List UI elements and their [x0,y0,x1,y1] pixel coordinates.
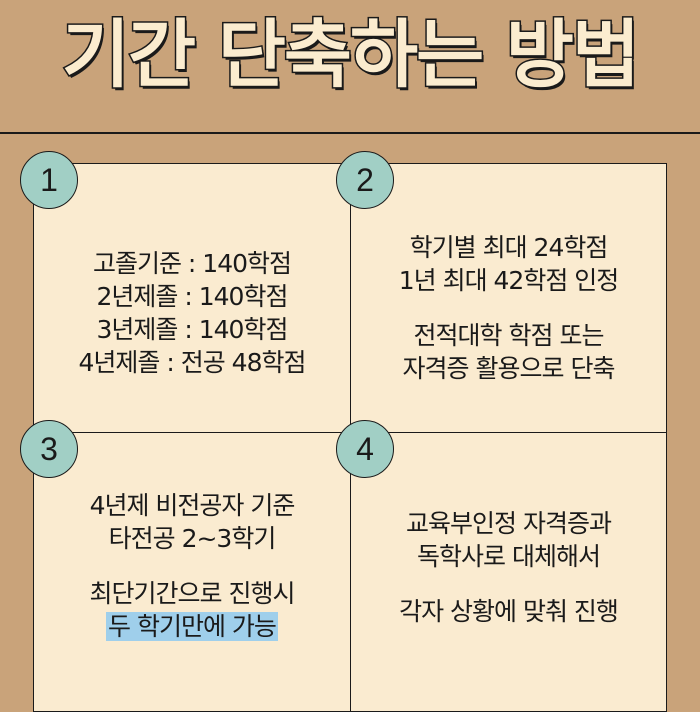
card-3-text: 4년제 비전공자 기준 타전공 2~3학기 최단기간으로 진행시 두 학기만에 … [90,489,295,643]
card-line: 자격증 활용으로 단축 [402,354,616,383]
card-2: 학기별 최대 24학점 1년 최대 42학점 인정 전적대학 학점 또는 자격증… [350,163,667,433]
card-line: 3년제졸 : 140학점 [96,315,289,344]
card-line: 각자 상황에 맞춰 진행 [399,597,619,626]
number-badge-4: 4 [336,420,394,478]
card-line: 타전공 2~3학기 [108,524,277,553]
highlighted-text: 두 학기만에 가능 [106,612,278,641]
card-line: 전적대학 학점 또는 [413,321,605,350]
number-badge-2: 2 [336,151,394,209]
card-line: 4년제졸 : 전공 48학점 [78,348,307,377]
card-line: 최단기간으로 진행시 [89,579,296,608]
number-badge-1: 1 [20,151,78,209]
card-2-text: 학기별 최대 24학점 1년 최대 42학점 인정 전적대학 학점 또는 자격증… [398,231,620,385]
header-divider [0,132,700,134]
card-4: 교육부인정 자격증과 독학사로 대체해서 각자 상황에 맞춰 진행 [350,432,667,712]
card-line: 독학사로 대체해서 [417,542,601,571]
card-line: 4년제 비전공자 기준 [89,491,296,520]
card-4-text: 교육부인정 자격증과 독학사로 대체해서 각자 상황에 맞춰 진행 [399,507,619,628]
number-badge-3: 3 [20,420,78,478]
card-3: 4년제 비전공자 기준 타전공 2~3학기 최단기간으로 진행시 두 학기만에 … [33,432,351,712]
card-line: 교육부인정 자격증과 [406,509,612,538]
card-line: 고졸기준 : 140학점 [92,249,292,278]
card-line: 학기별 최대 24학점 [409,233,609,262]
page-title: 기간 단축하는 방법 [60,12,641,98]
card-1: 고졸기준 : 140학점 2년제졸 : 140학점 3년제졸 : 140학점 4… [33,163,351,433]
card-line: 2년제졸 : 140학점 [96,282,289,311]
card-1-text: 고졸기준 : 140학점 2년제졸 : 140학점 3년제졸 : 140학점 4… [78,247,307,379]
card-line: 1년 최대 42학점 인정 [398,266,620,295]
